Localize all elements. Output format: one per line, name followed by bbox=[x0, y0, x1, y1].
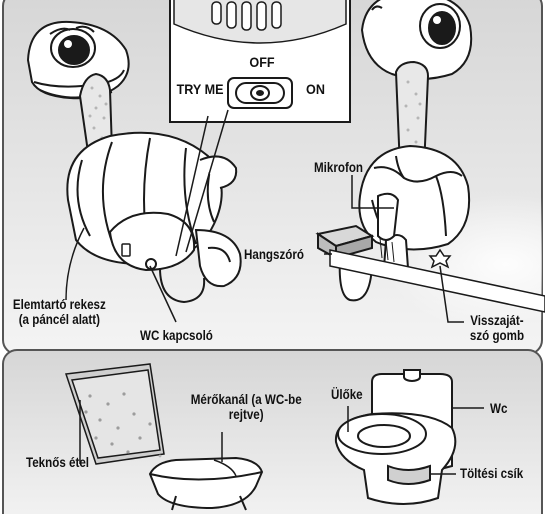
label-elemtarto-line1: Elemtartó rekesz bbox=[0, 297, 119, 312]
label-merokanal-line2: rejtve) bbox=[186, 407, 306, 422]
label-uloke: Ülőke bbox=[331, 387, 363, 402]
label-mikrofon: Mikrofon bbox=[314, 160, 363, 175]
label-merokanal-line1: Mérőkanál (a WC-be bbox=[186, 392, 306, 407]
label-hangszoro: Hangszóró bbox=[244, 247, 304, 262]
label-visszajatszo-line2: szó gomb bbox=[466, 328, 528, 343]
label-merokanal: Mérőkanál (a WC-be rejtve) bbox=[186, 392, 306, 422]
label-toltesi-csik: Töltési csík bbox=[460, 466, 523, 481]
label-elemtarto-rekesz: Elemtartó rekesz (a páncél alatt) bbox=[0, 297, 119, 327]
label-wc-kapcsolo: WC kapcsoló bbox=[140, 328, 213, 343]
label-elemtarto-line2: (a páncél alatt) bbox=[0, 312, 119, 327]
switch-on-label: ON bbox=[306, 81, 325, 97]
label-visszajatszo-gomb: Visszaját- szó gomb bbox=[466, 313, 528, 343]
label-teknos-etel: Teknős étel bbox=[26, 455, 89, 470]
label-visszajatszo-line1: Visszaját- bbox=[466, 313, 528, 328]
toggle-switch-graphic bbox=[228, 78, 292, 108]
switch-off-label: OFF bbox=[249, 54, 274, 70]
label-wc: Wc bbox=[490, 401, 507, 416]
switch-try-me-label: TRY ME bbox=[177, 81, 224, 97]
